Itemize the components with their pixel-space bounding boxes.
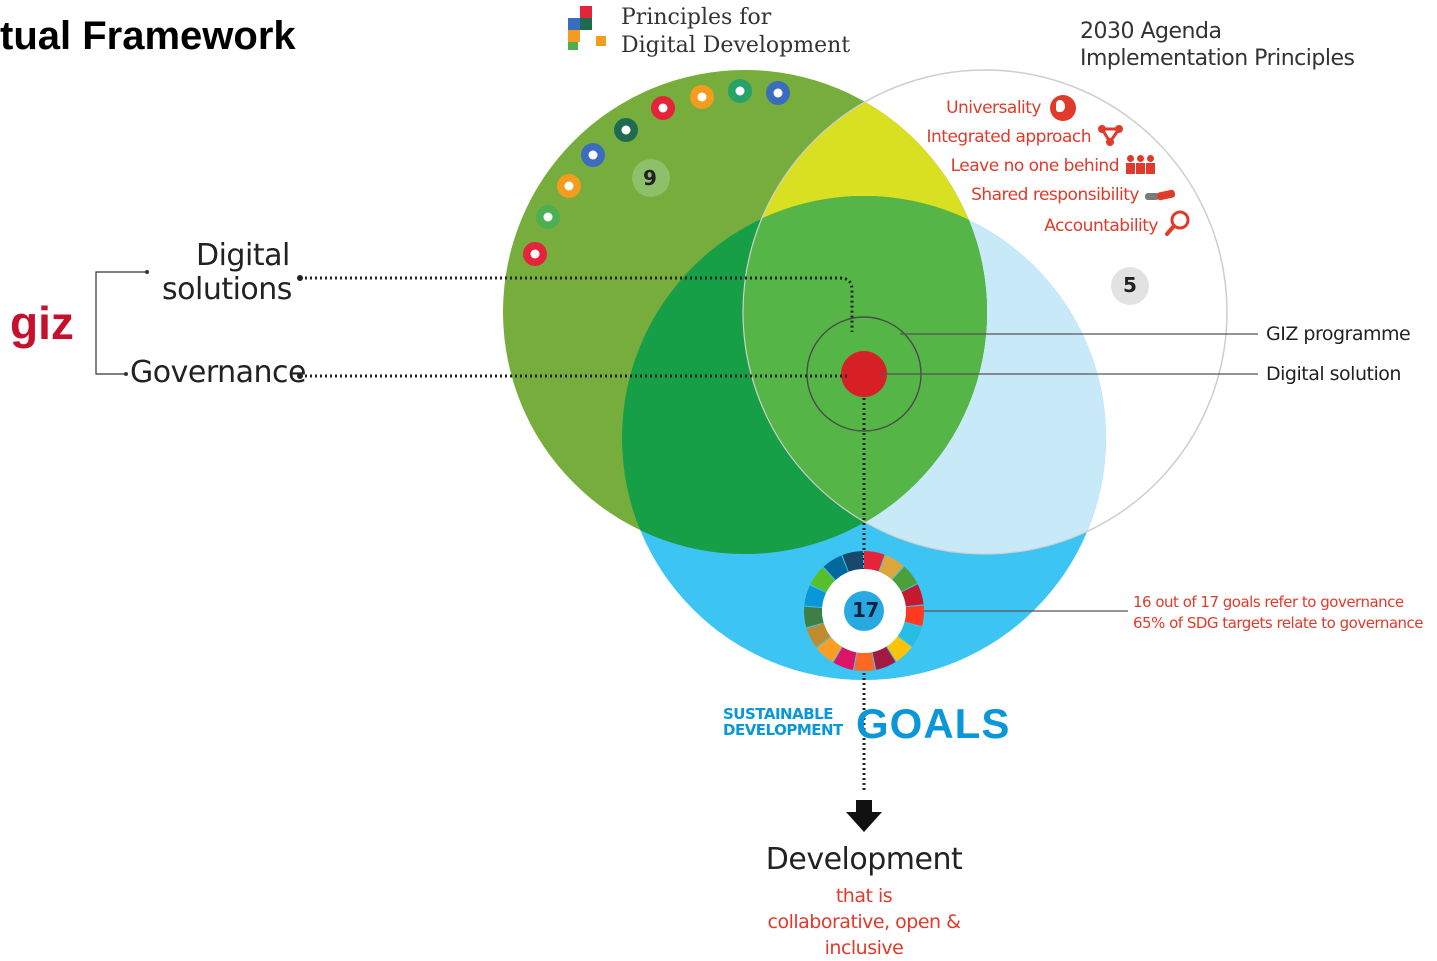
- sdg-wheel-segment: [864, 551, 885, 572]
- giz-programme-label: GIZ programme: [1266, 323, 1411, 345]
- agenda-title-line1: 2030 Agenda: [1080, 19, 1222, 44]
- sdg-wheel-segment: [810, 567, 836, 593]
- digital-solution-dot: [841, 351, 887, 397]
- sdg-wheel-segment: [892, 566, 918, 592]
- sdg-wheel-segment: [879, 555, 904, 580]
- handshake-icon: [1145, 189, 1177, 202]
- sdg-logo-line1: SUSTAINABLE: [723, 705, 833, 723]
- sdg-wheel-segment: [823, 555, 849, 580]
- pdd-count: 9: [643, 166, 657, 190]
- sdg-note-line2: 65% of SDG targets relate to governance: [1133, 614, 1424, 632]
- sdg-wheel-segment: [804, 585, 827, 608]
- pdd-principle-icon-glyph: [530, 249, 540, 259]
- sdg-wheel-segment: [901, 584, 924, 607]
- pdd-count-badge: [632, 159, 670, 197]
- digital-solutions-label-line1: Digital: [196, 238, 290, 273]
- pdd-principle-icon-glyph: [658, 103, 668, 113]
- pdd-principle-icon-glyph: [564, 181, 574, 191]
- sdg-wheel-segment: [854, 652, 876, 672]
- pdd-logo-icon: [566, 6, 606, 50]
- network-icon: [1098, 125, 1123, 146]
- globe-icon: [1050, 95, 1076, 121]
- sdg-wheel-segment: [898, 622, 922, 647]
- sdg-wheel: [804, 551, 925, 672]
- sdg-wheel-segment: [816, 636, 842, 663]
- sdg-wheel-segment: [806, 623, 831, 648]
- sdg-count: 17: [852, 598, 879, 622]
- digital-solutions-label-line2: solutions: [162, 272, 292, 307]
- arrow-down-icon: [846, 800, 882, 832]
- page-title: tual Framework: [0, 14, 296, 58]
- principle-shared-responsibility: Shared responsibility: [971, 185, 1139, 205]
- people-icon: [1126, 155, 1155, 175]
- giz-logo: giz: [10, 297, 74, 349]
- principle-integrated-approach: Integrated approach: [926, 127, 1092, 147]
- sdg-logo-goals: GOALS: [856, 700, 1011, 747]
- principle-leave-no-one-behind: Leave no one behind: [950, 156, 1120, 176]
- sdg-wheel-segment: [842, 551, 864, 572]
- development-line3: inclusive: [824, 937, 904, 959]
- sdg-wheel-segment: [886, 636, 912, 662]
- sdg-logo-line2: DEVELOPMENT: [723, 721, 843, 739]
- sdg-wheel-segment: [804, 606, 824, 628]
- sdg-note-line1: 16 out of 17 goals refer to governance: [1133, 593, 1404, 611]
- pdd-principle-icon-glyph: [773, 88, 783, 98]
- pdd-title-line1: Principles for: [621, 5, 772, 30]
- development-line2: collaborative, open &: [767, 911, 961, 933]
- sdg-wheel-segment: [904, 605, 925, 627]
- pdd-principle-icon-glyph: [621, 125, 631, 135]
- development-line1: that is: [835, 885, 893, 907]
- pdd-principle-icon-glyph: [588, 150, 598, 160]
- principle-accountability: Accountability: [1044, 216, 1158, 236]
- development-title: Development: [765, 842, 963, 877]
- pdd-principle-icon-glyph: [735, 86, 745, 96]
- agenda-count-badge: [1111, 267, 1149, 305]
- sdg-count-badge: [844, 591, 884, 631]
- magnifier-icon: [1165, 210, 1190, 236]
- digital-solution-label: Digital solution: [1266, 363, 1401, 385]
- pdd-title-line2: Digital Development: [621, 33, 851, 58]
- pdd-principle-icon-glyph: [543, 212, 553, 222]
- principle-universality: Universality: [946, 98, 1041, 118]
- governance-label: Governance: [130, 355, 306, 390]
- agenda-count: 5: [1123, 273, 1137, 297]
- sdg-wheel-segment: [872, 646, 896, 670]
- pdd-principle-icon-glyph: [697, 92, 707, 102]
- agenda-title-line2: Implementation Principles: [1080, 46, 1355, 71]
- sdg-wheel-segment: [833, 647, 857, 670]
